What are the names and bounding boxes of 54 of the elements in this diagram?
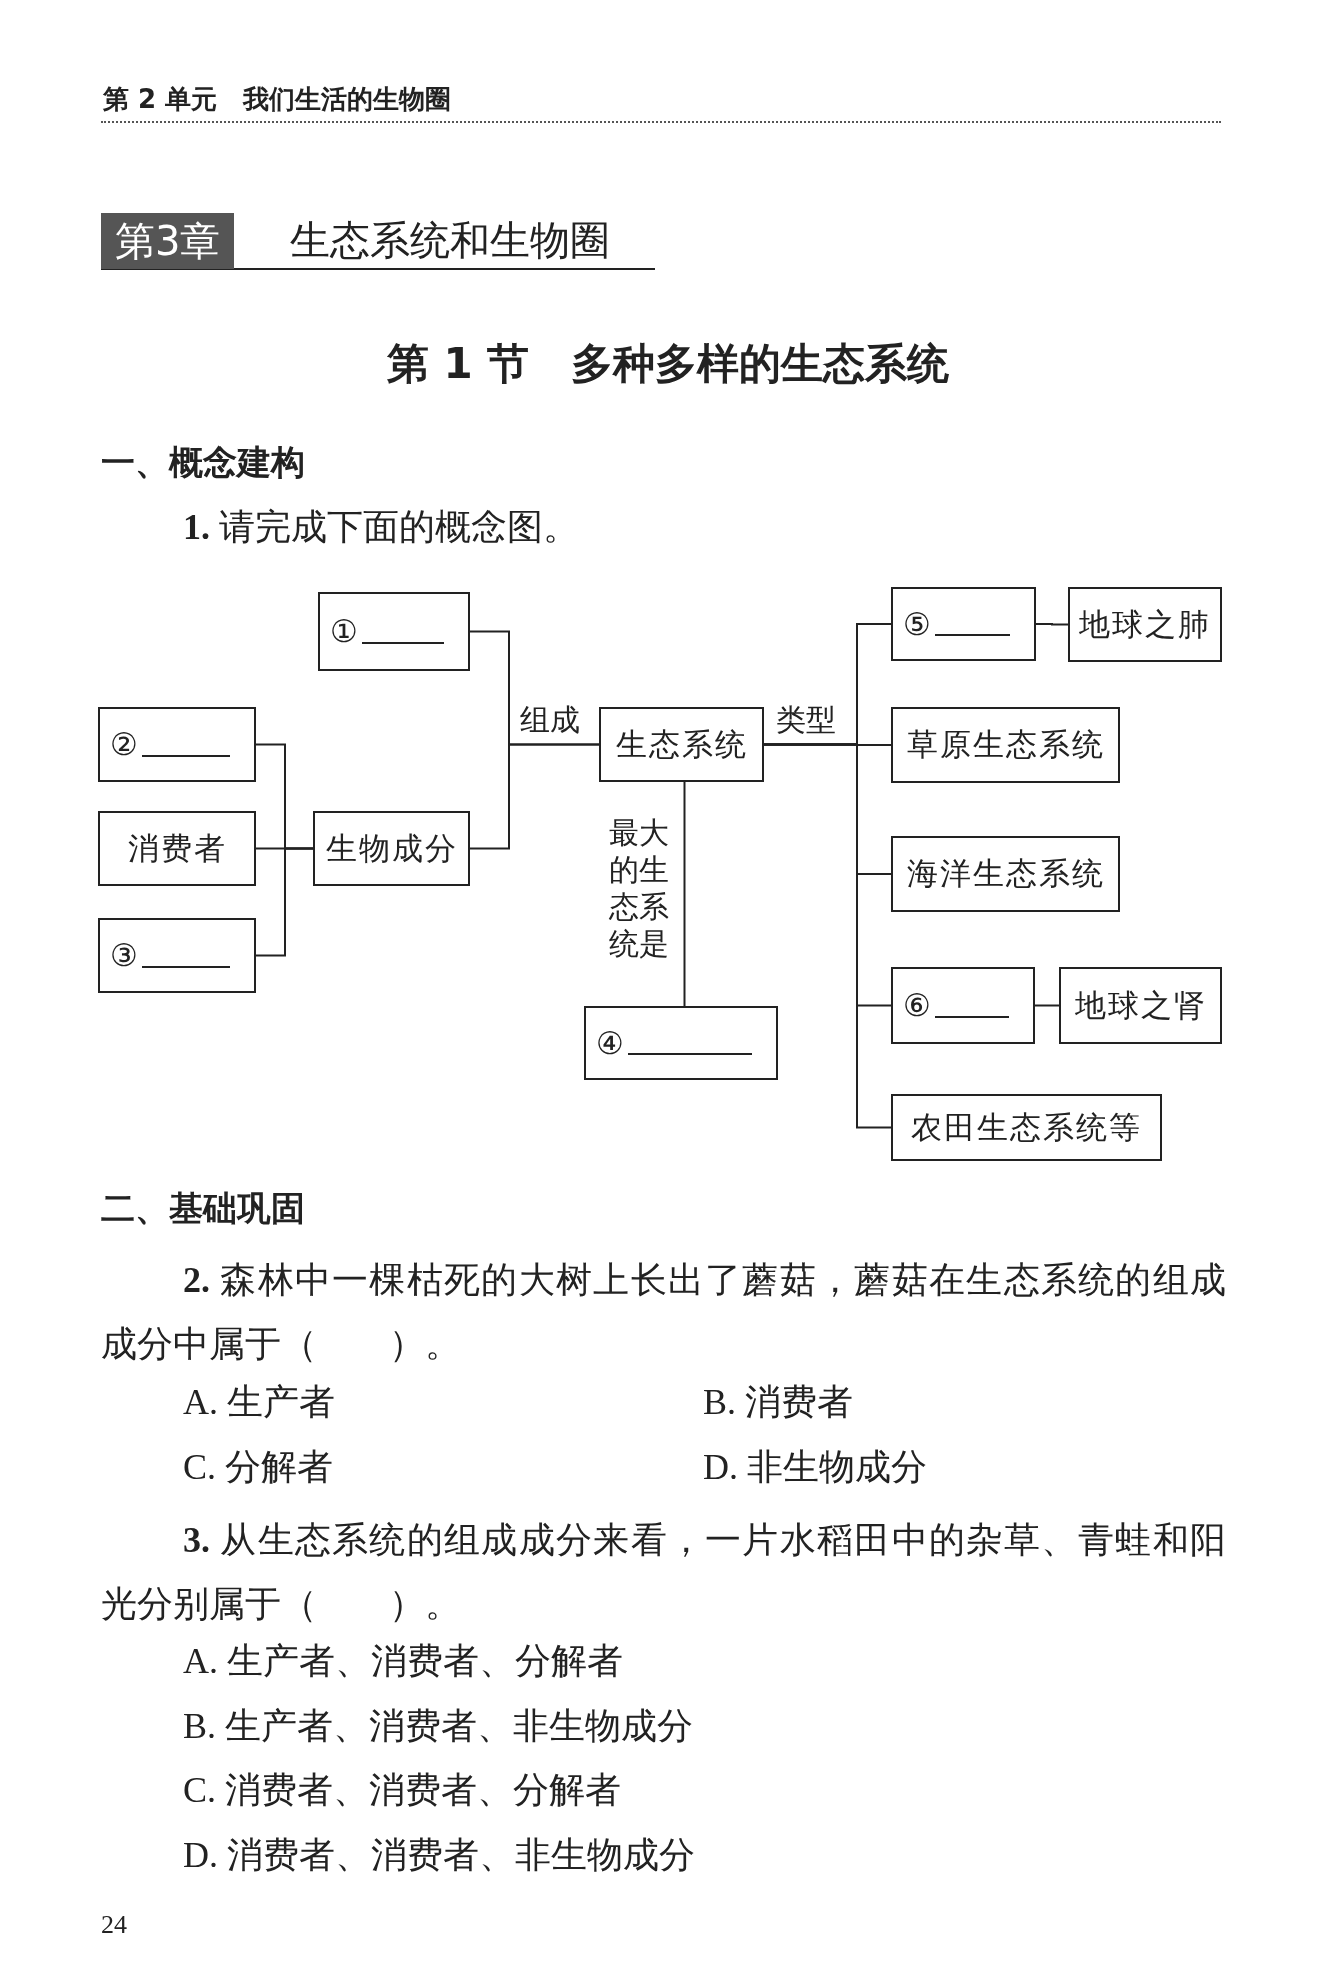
concept-box xyxy=(313,811,470,886)
question-text: 3. 从生态系统的组成成分来看，一片水稻田中的杂草、青蛙和阳光分别属于（ ）。 xyxy=(101,1519,1226,1626)
circled-number: ⑥ xyxy=(903,987,931,1024)
chapter-tag: 第3章 xyxy=(101,213,235,269)
edge-label: 类型 xyxy=(776,702,836,738)
concept-box xyxy=(1068,587,1222,662)
option-text: C. 消费者、消费者、分解者 xyxy=(183,1769,621,1812)
circled-number: ① xyxy=(330,613,358,650)
section-heading: 二、基础巩固 xyxy=(101,1187,305,1230)
option-text: B. 生产者、消费者、非生物成分 xyxy=(183,1705,693,1748)
section-title: 第 1 节 多种多样的生态系统 xyxy=(385,338,951,390)
box-label: 草原生态系统 xyxy=(906,726,1105,764)
circled-number: ④ xyxy=(596,1024,624,1062)
connector-line xyxy=(1035,623,1069,626)
chapter-title: 生态系统和生物圈 xyxy=(290,216,610,265)
answer-box xyxy=(891,967,1035,1044)
option-text: A. 生产者 xyxy=(183,1381,335,1424)
concept-box xyxy=(891,707,1120,783)
concept-box xyxy=(599,707,764,782)
concept-box xyxy=(891,1094,1162,1161)
option-text: C. 分解者 xyxy=(183,1446,333,1489)
connector-line xyxy=(763,743,892,1129)
answer-box xyxy=(891,587,1036,661)
circled-number: ⑤ xyxy=(903,605,931,643)
box-label: 地球之肾 xyxy=(1074,986,1207,1025)
option-text: D. 消费者、消费者、非生物成分 xyxy=(183,1834,695,1877)
concept-box xyxy=(1059,967,1222,1044)
answer-box xyxy=(584,1006,778,1080)
option-text: A. 生产者、消费者、分解者 xyxy=(183,1640,623,1683)
box-label: 海洋生态系统 xyxy=(906,855,1105,893)
connector-line xyxy=(1034,1004,1060,1007)
box-label: 生物成分 xyxy=(325,829,458,868)
connector-line xyxy=(683,781,686,1007)
option-text: D. 非生物成分 xyxy=(703,1446,927,1489)
concept-box xyxy=(98,811,256,886)
edge-label: 组成 xyxy=(520,702,580,738)
answer-box xyxy=(98,918,256,993)
answer-box xyxy=(318,592,470,671)
page-header: 第 2 单元 我们生活的生物圈 xyxy=(103,83,452,116)
question-text: 1. 请完成下面的概念图。 xyxy=(183,506,579,549)
question-text: 2. 森林中一棵枯死的大树上长出了蘑菇，蘑菇在生态系统的组成成分中属于（ ）。 xyxy=(101,1259,1226,1366)
connector-line xyxy=(255,847,314,957)
box-label: 生态系统 xyxy=(615,725,748,764)
section-heading: 一、概念建构 xyxy=(101,441,305,484)
option-text: B. 消费者 xyxy=(703,1381,853,1424)
circled-number: ② xyxy=(110,726,138,763)
concept-box xyxy=(891,836,1120,912)
box-label: 地球之肺 xyxy=(1079,605,1211,644)
circled-number: ③ xyxy=(110,937,138,974)
connector-line xyxy=(469,743,600,850)
page-number: 24 xyxy=(101,1910,127,1940)
box-label: 农田生态系统等 xyxy=(911,1108,1142,1147)
box-label: 消费者 xyxy=(127,829,227,868)
answer-box xyxy=(98,707,256,782)
